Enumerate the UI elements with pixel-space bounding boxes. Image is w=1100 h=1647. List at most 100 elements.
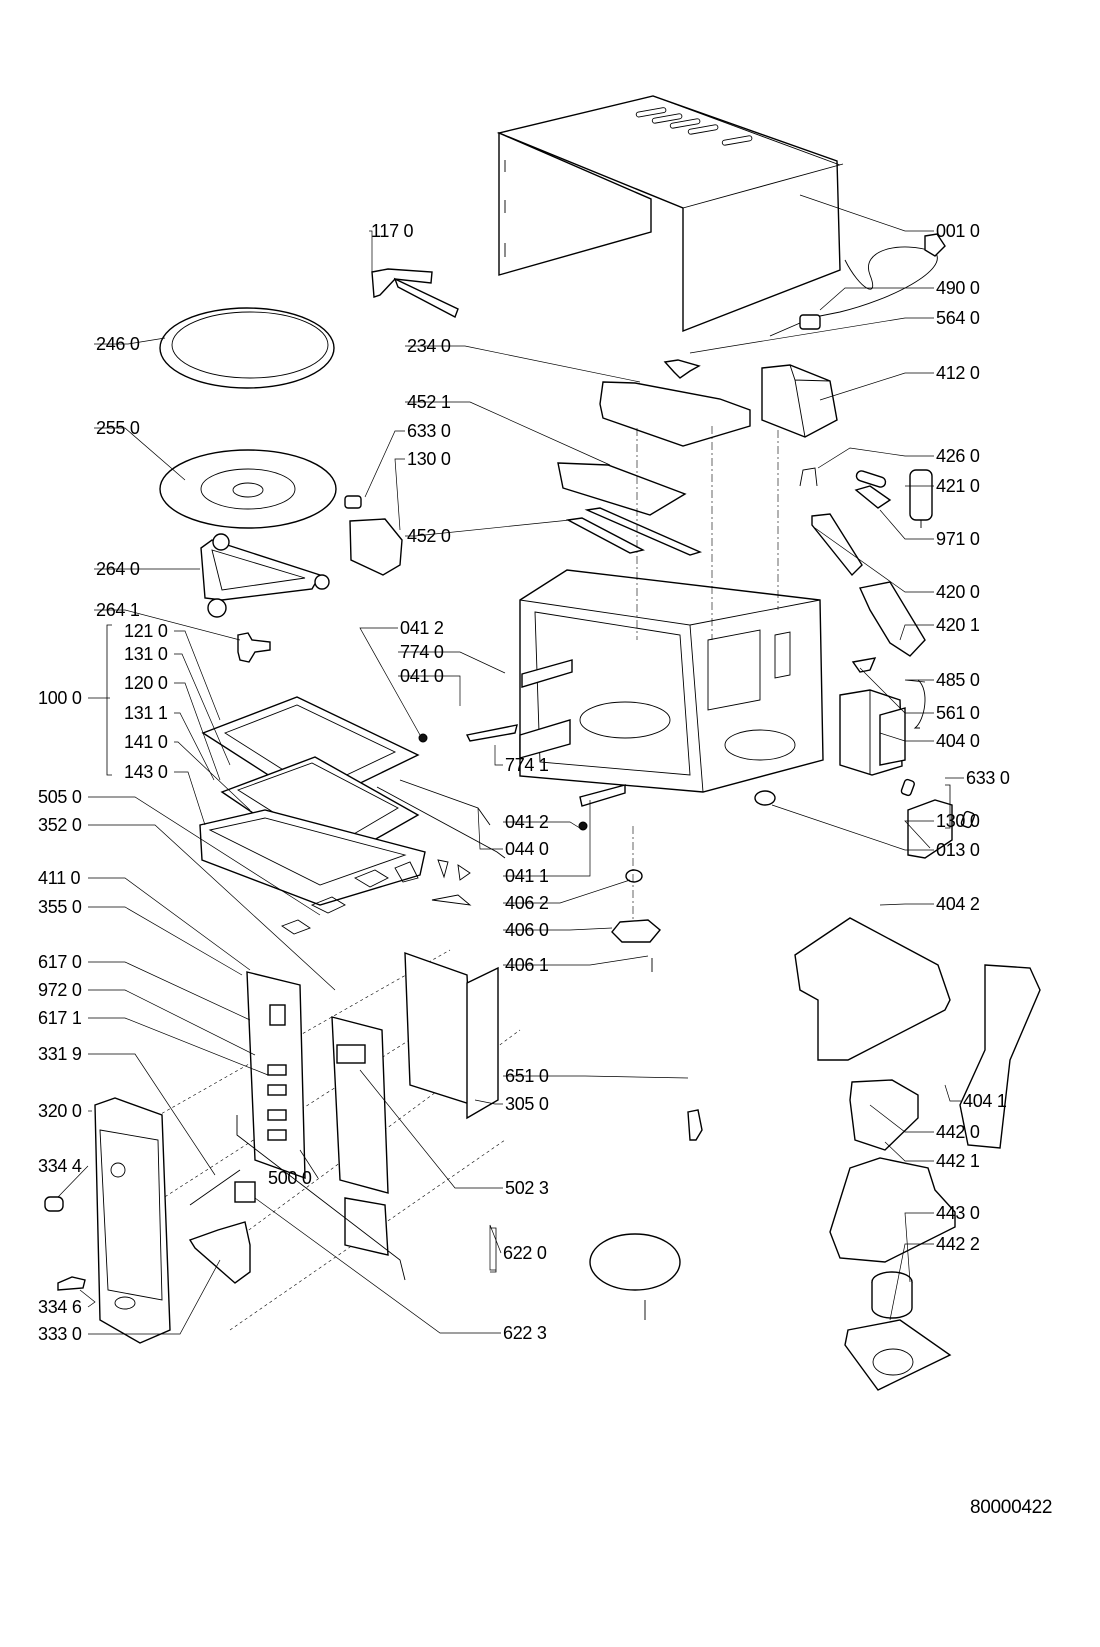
callout-turntable-coupler: 264 1 [96,600,140,620]
callout-door-assembly: 100 0 [38,688,82,708]
callout-thermostat: 561 0 [936,703,980,723]
callout-foot: 013 0 [936,840,980,860]
electronic-module-drawing [236,951,499,1281]
callout-diode: 426 0 [936,446,980,466]
callout-control-panel-frame: 352 0 [38,815,82,835]
callout-door-frame: 121 0 [124,621,168,641]
callout-door-release-pin: 331 9 [38,1044,82,1064]
callout-control-panel-front: 320 0 [38,1101,82,1121]
fan-base-plate-drawing [844,1319,952,1391]
callout-roller-ring: 264 0 [96,559,140,579]
callout-power-cord: 490 0 [936,278,980,298]
callout-air-guide: 404 2 [936,894,980,914]
oven-cavity-drawing [519,569,824,793]
callout-knob: 334 4 [38,1156,82,1176]
callout-grill-element: 452 0 [407,526,451,546]
callout-top-cover-plate: 234 0 [407,336,451,356]
top-cover-plate-drawing [599,381,751,447]
callout-high-voltage-transformer-top: 412 0 [936,363,980,383]
lamp-drawing [687,1109,703,1141]
roller-ring-drawing [200,533,330,618]
hinge-plates-drawing [465,659,573,759]
callout-door-glass: 141 0 [124,732,168,752]
door-assembly-drawing [199,696,491,906]
callout-electronic-module: 500 0 [268,1168,312,1188]
callout-fuse-holder: 971 0 [936,529,980,549]
callout-fan-base-plate: 442 2 [936,1234,980,1254]
turntable-motor-drawing [611,826,661,972]
callout-hinge-plate: 041 0 [400,666,444,686]
switch-bracket-left-drawing [344,495,403,576]
small-capacitor-drawing [909,469,933,528]
callout-motor-coupler: 406 2 [505,893,549,913]
screw-lower-drawing [578,821,588,831]
air-guide-drawing [794,917,951,1061]
switch-block-drawing [234,1181,256,1203]
fuse-holder-drawing [854,470,892,509]
turntable-coupler-drawing [237,632,271,663]
door-spring-rod-drawing [376,786,506,859]
crisp-plate-drawing [159,307,335,389]
earth-wire-drawing [913,679,926,729]
callout-waveguide-duct: 404 1 [963,1091,1007,1111]
callout-capacitor-bracket: 420 1 [936,615,980,635]
door-opening-lever-drawing [188,1221,251,1284]
callout-keyboard-board: 622 0 [503,1243,547,1263]
turntable-glass-drawing [159,449,337,529]
callout-fan-motor: 442 0 [936,1122,980,1142]
callout-door-spring-rod: 044 0 [505,839,549,859]
callout-earth-wire: 485 0 [936,670,980,690]
grill-element-drawing [565,507,703,556]
callout-hinge-lower: 774 1 [505,755,549,775]
callout-interlock-bracket: 130 0 [936,811,980,831]
callout-relay-lower: 617 1 [38,1008,82,1028]
callout-lamp: 651 0 [505,1066,549,1086]
diode-drawing [799,467,818,487]
callout-mica-strip: 117 0 [371,221,414,241]
callout-turntable-motor: 406 0 [505,920,549,940]
callout-control-membrane: 505 0 [38,787,82,807]
capacitor-bracket-drawing [858,581,926,657]
callout-fan-wheel: 443 0 [936,1203,980,1223]
callout-hinge-pin-plate: 041 1 [505,866,549,886]
callout-capacitor-small: 421 0 [936,476,980,496]
callout-switch-block: 622 3 [503,1323,547,1343]
fan-wheel-drawing [871,1271,913,1319]
callout-magnetron: 404 0 [936,731,980,751]
callout-fan-housing: 442 1 [936,1151,980,1171]
magnetron-drawing [839,689,906,776]
mica-strip-drawing [371,268,459,318]
fan-motor-drawing [849,1079,919,1151]
callout-relay-board-transformer: 355 0 [38,897,82,917]
cord-clip-drawing [663,359,701,379]
door-release-pin-drawing [189,1169,241,1206]
foot-drawing [754,790,776,806]
callout-relay-upper: 617 0 [38,952,82,972]
grill-reflector-drawing [557,462,687,516]
callout-hinge-upper: 774 0 [400,642,444,662]
callout-screw-upper: 041 2 [400,618,444,638]
callout-control-board-bracket: 305 0 [505,1094,549,1114]
callout-microswitch-pair: 633 0 [966,768,1010,788]
hv-capacitor-drawing [811,513,863,577]
lamp-cover-drawing [589,1233,681,1320]
callout-outer-casing: 001 0 [936,221,980,241]
knob-drawing [44,1196,64,1212]
control-panel-front-drawing [94,1097,171,1344]
callout-door-release-button: 334 6 [38,1297,82,1317]
callout-microswitch: 633 0 [407,421,451,441]
thermostat-drawing [851,657,877,673]
document-number: 80000422 [970,1497,1053,1518]
waveguide-duct-drawing [959,964,1041,1149]
callout-grill-reflector: 452 1 [407,392,451,412]
callout-motor-screw: 406 1 [505,955,549,975]
callout-display-board: 502 3 [505,1178,549,1198]
callout-screw-lower: 041 2 [505,812,549,832]
transformer-top-drawing [761,364,838,438]
callout-door-choke: 120 0 [124,673,168,693]
callout-door-hook-lower: 131 1 [124,703,168,723]
callout-door-opening-lever: 333 0 [38,1324,82,1344]
callout-control-transformer: 411 0 [38,868,81,888]
screw-upper-drawing [418,733,428,743]
